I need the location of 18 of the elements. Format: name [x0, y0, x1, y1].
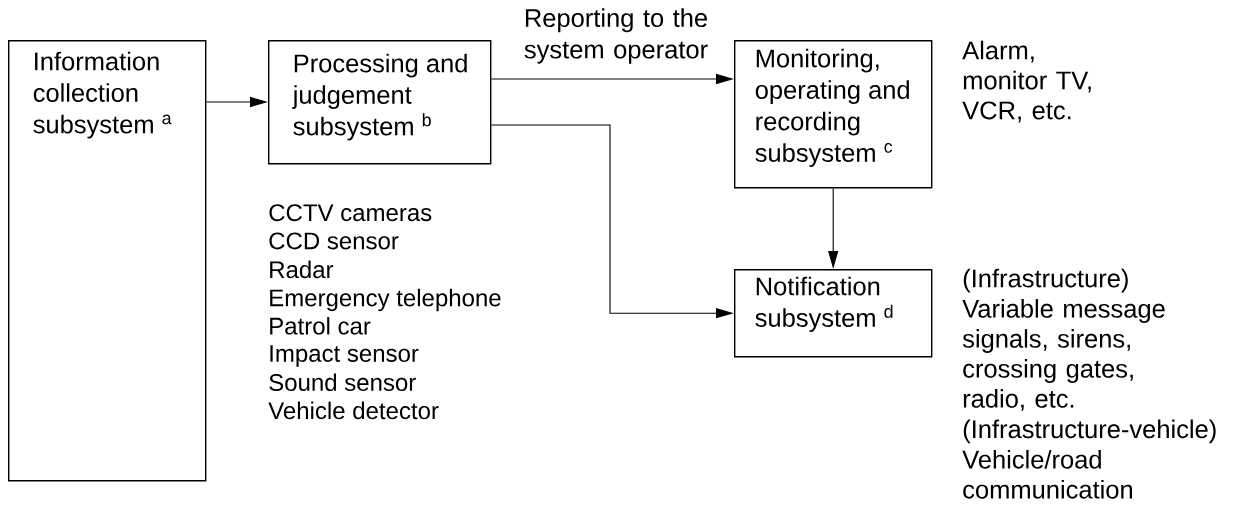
process-box: Monitoring, operating and recording subsystem $^{c}$	[734, 40, 933, 189]
list-item: Radar	[270, 260, 334, 279]
list-item: Sound sensor	[269, 373, 416, 391]
edge-label: Reporting to the system operator	[524, 8, 708, 64]
annotation-text: (Infrastructure)	[963, 268, 1128, 293]
list-item: Patrol car	[270, 317, 371, 335]
annotation-text: Vehicle/road communication	[962, 449, 1132, 499]
annotation-text: (Infrastructure-vehicle)	[963, 419, 1216, 444]
list-item: CCD sensor	[269, 232, 399, 250]
process-box: Notification subsystem $^{d}$	[734, 269, 933, 358]
annotation-text: Variable message signals, sirens, crossing gates, radio, etc.	[962, 299, 1165, 411]
list-item: Vehicle detector	[268, 401, 439, 420]
list-item: CCTV cameras	[269, 204, 432, 222]
annotation-text: Alarm, monitor TV, VCR, etc.	[962, 40, 1091, 123]
list-item: Impact sensor	[270, 345, 419, 367]
process-box: Information collection subsystem $^{a}$	[8, 40, 207, 482]
process-box: Processing and judgement subsystem $^{b}$	[268, 40, 492, 165]
list-item: Emergency telephone	[270, 288, 501, 312]
